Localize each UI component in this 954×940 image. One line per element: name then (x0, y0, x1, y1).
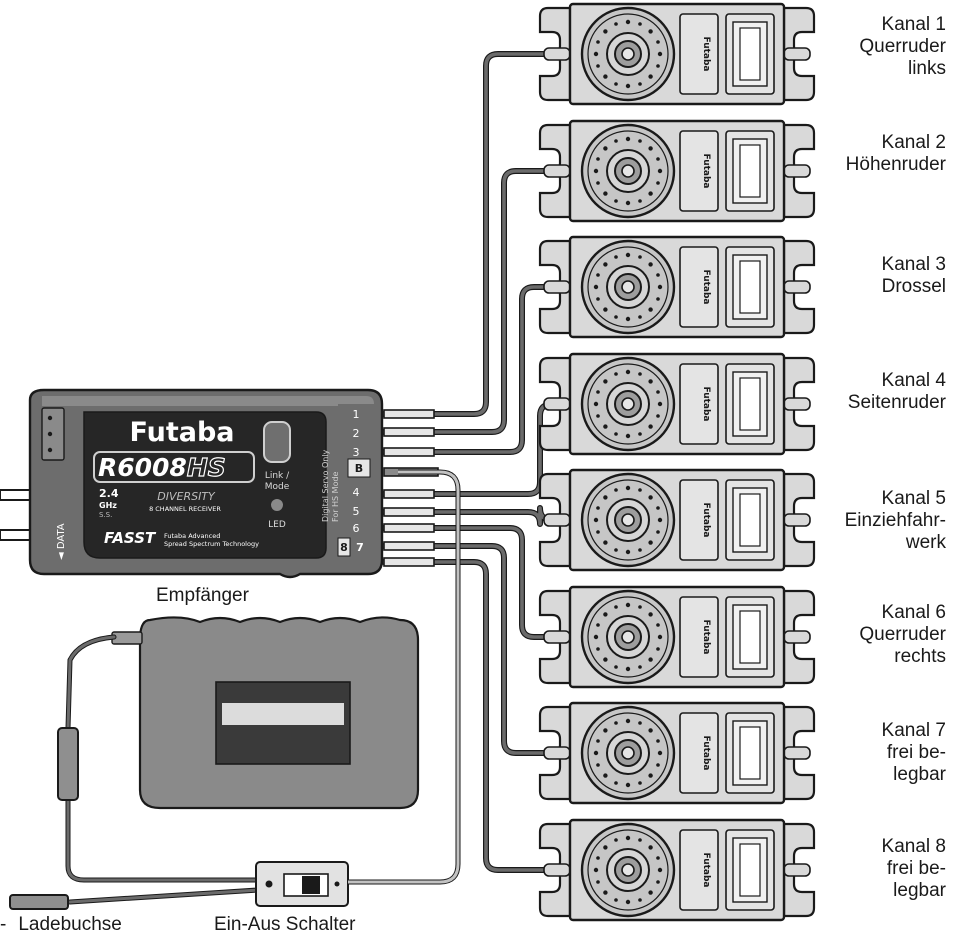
receiver-plug (383, 541, 435, 551)
servo-brand-label: Futaba (701, 503, 711, 538)
servo-5: Futaba (538, 468, 816, 572)
servo-1: Futaba (538, 2, 816, 106)
link-mode-2: Mode (265, 482, 290, 492)
servo-3: Futaba (538, 235, 816, 339)
channels-text: 8 CHANNEL RECEIVER (149, 505, 221, 513)
channel-label-line: Kanal 6 (881, 602, 946, 623)
channel-label-line: Einziehfahr- (844, 510, 946, 531)
channel-label-line: Kanal 2 (881, 132, 946, 153)
charge-prefix: - (0, 914, 7, 935)
servo-brand-label: Futaba (701, 620, 711, 655)
servo-brand-label: Futaba (701, 270, 711, 305)
port-label-1: 1 (353, 408, 360, 421)
channel-label-line: frei be- (886, 858, 946, 879)
fasst-desc-1: Futaba Advanced (164, 532, 220, 540)
led-label: LED (268, 520, 286, 530)
channel-label-line: legbar (893, 880, 946, 901)
port-label-B: B (355, 462, 363, 475)
band-value: 2.4 (99, 487, 119, 500)
receiver-plug (383, 427, 435, 437)
port-label-6: 6 (353, 522, 360, 535)
receiver-plug (383, 523, 435, 533)
receiver-brand: Futaba (130, 417, 235, 448)
port-label-7: 7 (356, 541, 364, 554)
channel-label-line: Querruder (859, 624, 946, 645)
wire-ch1 (381, 51, 555, 417)
servo-brand-label: Futaba (701, 736, 711, 771)
channel-label-line: Kanal 7 (881, 720, 946, 741)
channel-label-line: Kanal 4 (881, 370, 946, 391)
receiver-plug (383, 447, 435, 457)
servo-brand-label: Futaba (701, 853, 711, 888)
channel-label-line: Kanal 3 (881, 254, 946, 275)
channel-label-line: Seitenruder (847, 392, 946, 413)
fasst-desc-2: Spread Spectrum Technology (164, 540, 259, 548)
inline-connector (57, 727, 79, 801)
data-label: ◄ DATA (56, 523, 67, 560)
battery-lead (65, 634, 261, 905)
servo-brand-label: Futaba (701, 387, 711, 422)
charge-socket-label: Ladebuchse (18, 914, 122, 935)
channel-label-line: Kanal 1 (881, 14, 946, 35)
port-label-5: 5 (353, 505, 360, 518)
port-label-4: 4 (353, 486, 360, 499)
servo-brand-label: Futaba (701, 154, 711, 189)
channel-label-line: Kanal 8 (881, 836, 946, 857)
channel-label-line: Kanal 5 (881, 488, 946, 509)
wire-ch2 (381, 168, 555, 435)
battery-pack (111, 616, 420, 810)
charge-plug (9, 894, 69, 910)
on-off-switch[interactable] (255, 861, 349, 907)
channel-label-line: Höhenruder (845, 154, 946, 175)
channel-label-line: legbar (893, 764, 946, 785)
receiver-plug (383, 507, 435, 517)
channel-label-line: Drossel (881, 276, 946, 297)
servo-2: Futaba (538, 119, 816, 223)
servo-layer: FutabaFutabaFutabaFutabaFutabaFutabaFuta… (538, 2, 816, 922)
receiver-model: R6008HS (98, 453, 226, 482)
charge-socket-caption: -Ladebuchse (0, 914, 122, 936)
servo-brand-label: Futaba (701, 37, 711, 72)
servo-7: Futaba (538, 701, 816, 805)
channel-label-line: links (907, 58, 946, 79)
channel-label-line: frei be- (886, 742, 946, 763)
servo-6: Futaba (538, 585, 816, 689)
fasst-logo: FASST (104, 529, 157, 547)
link-mode-1: Link / (265, 471, 290, 481)
channel-label-line: rechts (894, 646, 946, 667)
servo-8: Futaba (538, 818, 816, 922)
port-label-8: 8 (340, 541, 348, 554)
servo-4: Futaba (538, 352, 816, 456)
port-label-3: 3 (353, 446, 360, 459)
receiver-texts: Futaba R6008HS 2.4 GHz S.S. DIVERSITY 8 … (56, 417, 340, 560)
side-text-1: Digital Servo Only (321, 449, 330, 522)
receiver-plug (383, 409, 435, 419)
channel-label-line: Querruder (859, 36, 946, 57)
port-label-2: 2 (353, 427, 360, 440)
receiver-plug (383, 557, 435, 567)
receiver-caption: Empfänger (156, 585, 249, 606)
channel-label-line: werk (905, 532, 946, 553)
diversity-text: DIVERSITY (157, 490, 216, 503)
band-sub: S.S. (99, 511, 112, 519)
receiver (0, 388, 384, 579)
band-unit: GHz (99, 501, 117, 510)
side-text-2: For HS Mode (331, 471, 340, 522)
receiver-plug (383, 489, 435, 499)
servo-wires (381, 51, 555, 873)
switch-caption: Ein-Aus Schalter (214, 914, 356, 935)
